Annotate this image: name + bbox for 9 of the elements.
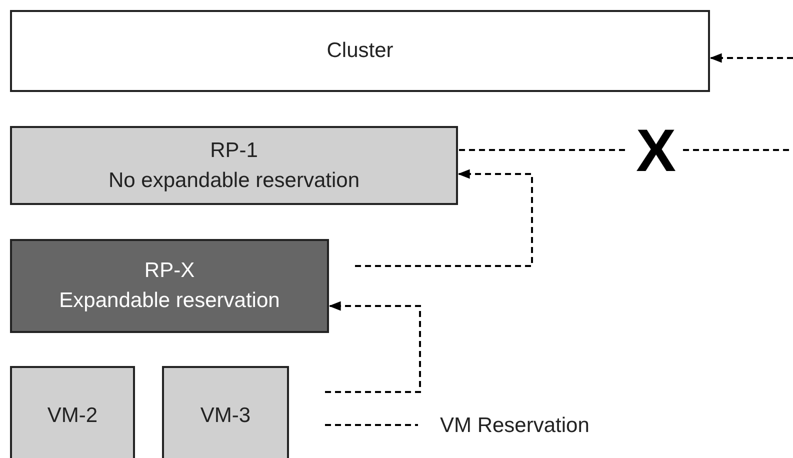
node-box: RP-X Expandable reservation [10, 239, 329, 333]
node-box: VM-2 [10, 366, 135, 458]
node-box: VM-3 [162, 366, 289, 458]
node-box: Cluster [10, 10, 710, 92]
arrow [325, 301, 421, 393]
arrow [710, 53, 793, 63]
arrow [355, 169, 533, 267]
node-box: RP-1 No expandable reservation [10, 126, 458, 205]
legend-text: VM Reservation [440, 413, 590, 439]
